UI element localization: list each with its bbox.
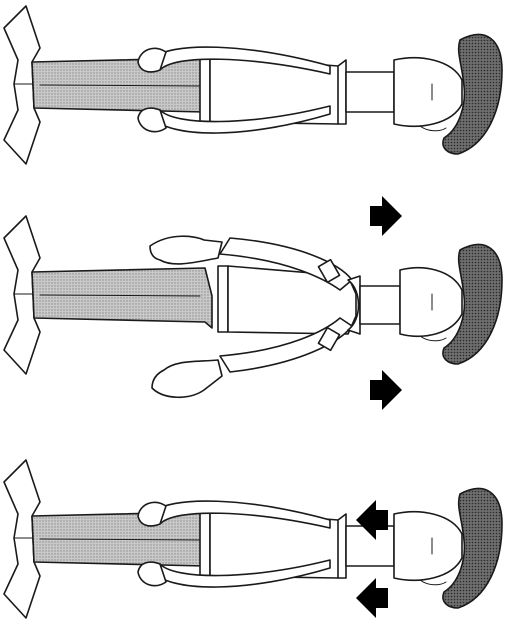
panel-lower: [4, 460, 502, 618]
figure-lying-arms-down: [4, 460, 502, 618]
panel-raise: [4, 196, 502, 410]
arrow-down-icon: [356, 578, 388, 618]
arrow-up-icon: [370, 370, 402, 410]
arrow-up-icon: [370, 196, 402, 236]
panel-rest: [4, 6, 502, 164]
figure-lying-arms-down: [4, 6, 502, 164]
